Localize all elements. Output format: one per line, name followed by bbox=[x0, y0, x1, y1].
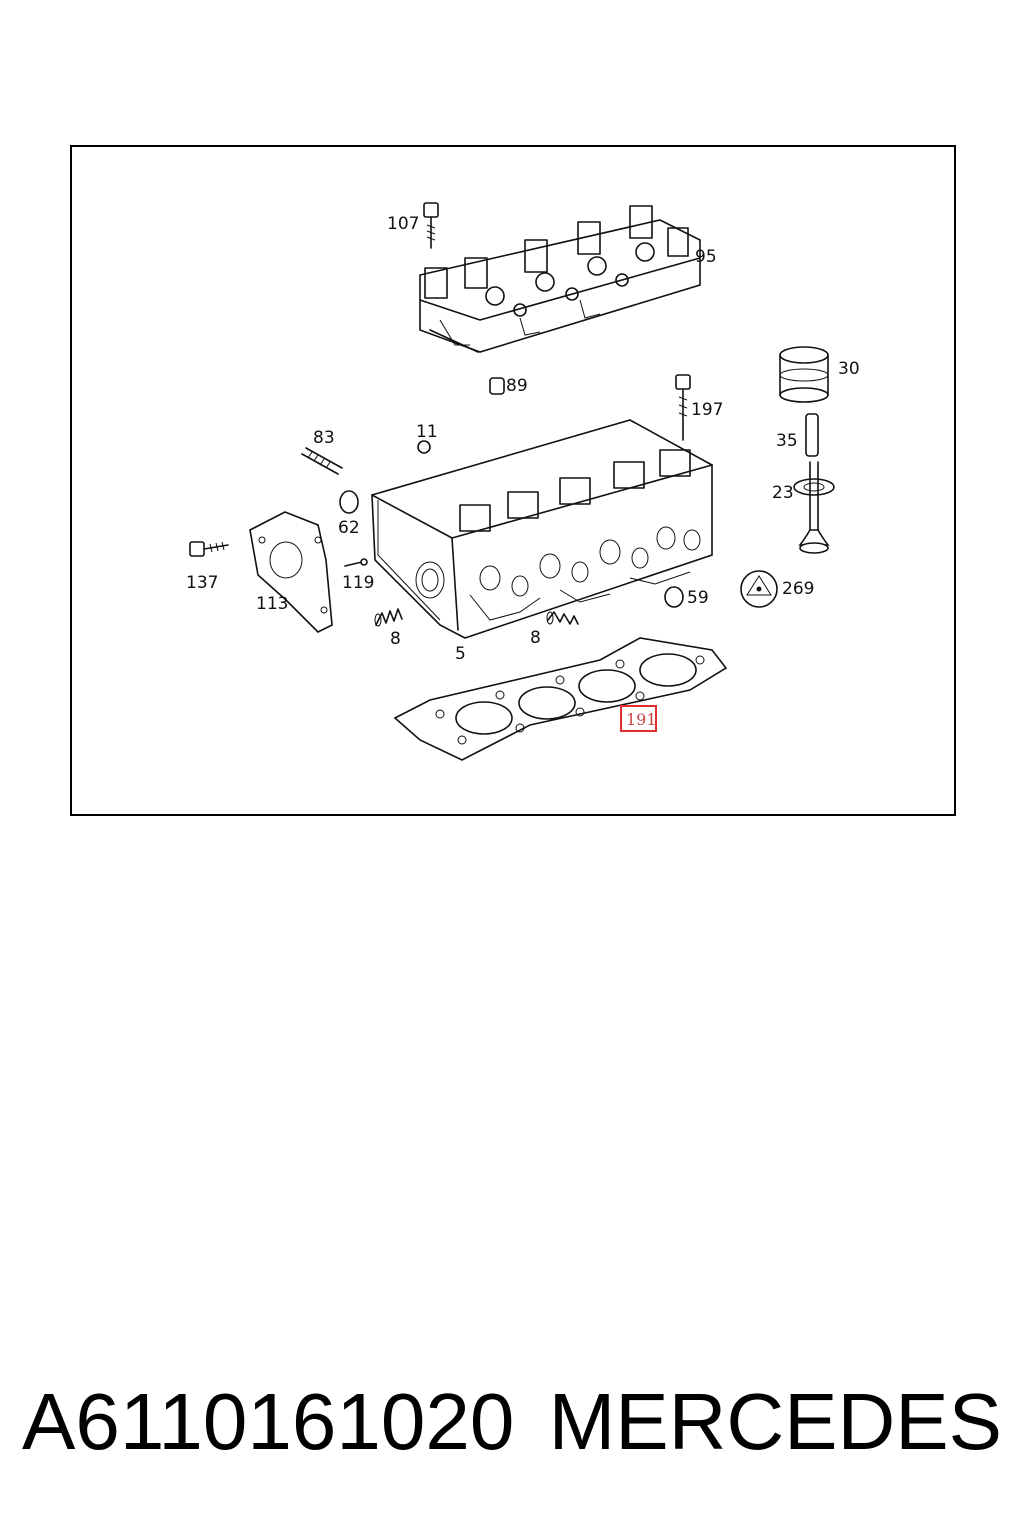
spring-8-left-part bbox=[374, 608, 403, 627]
camshaft-carrier-part bbox=[419, 205, 701, 353]
spring-8-right-part bbox=[546, 611, 579, 625]
highlight-box bbox=[620, 705, 657, 732]
part-89 bbox=[489, 377, 505, 395]
cylinder-head-exploded-view: 107 95 89 30 197 83 11 35 23 62 137 119 … bbox=[186, 202, 860, 761]
callout-113: 113 bbox=[256, 594, 288, 614]
plug-59-part bbox=[664, 586, 684, 608]
callout-95: 95 bbox=[695, 247, 717, 267]
tappet-30-part bbox=[779, 346, 829, 403]
callout-35: 35 bbox=[776, 431, 798, 451]
caption-bar: A6110161020 MERCEDES bbox=[0, 1372, 1024, 1472]
callout-labels: 107 95 89 30 197 83 11 35 23 62 137 119 … bbox=[186, 214, 860, 664]
ring-11-part bbox=[417, 440, 431, 454]
callout-8-left: 8 bbox=[390, 629, 401, 649]
bolt-197-part bbox=[675, 374, 691, 441]
callout-269: 269 bbox=[782, 579, 814, 599]
callout-59: 59 bbox=[687, 588, 709, 608]
head-gasket-part bbox=[393, 637, 728, 761]
callout-5: 5 bbox=[455, 644, 466, 664]
pin-119-part bbox=[344, 558, 368, 567]
callout-191-highlight[interactable]: 191 bbox=[620, 705, 657, 732]
callout-62: 62 bbox=[338, 518, 360, 538]
callout-197: 197 bbox=[691, 400, 723, 420]
stud-83-part bbox=[301, 447, 343, 475]
callout-83: 83 bbox=[313, 428, 335, 448]
callout-89: 89 bbox=[506, 376, 528, 396]
cylinder-head-part bbox=[371, 419, 713, 639]
callout-119: 119 bbox=[342, 573, 374, 593]
bolt-107-part bbox=[423, 202, 439, 249]
plug-62-part bbox=[339, 490, 359, 514]
brand-name: MERCEDES bbox=[548, 1377, 1002, 1466]
bolt-137-part bbox=[189, 541, 229, 557]
cover-113-part bbox=[249, 511, 333, 633]
callout-137: 137 bbox=[186, 573, 218, 593]
callout-8-right: 8 bbox=[530, 628, 541, 648]
callout-107: 107 bbox=[387, 214, 419, 234]
callout-11: 11 bbox=[416, 422, 438, 442]
callout-191: 191 bbox=[626, 710, 657, 729]
valve-assembly-part bbox=[793, 413, 835, 554]
part-number: A6110161020 bbox=[22, 1377, 515, 1466]
cap-269-part bbox=[740, 570, 778, 608]
callout-30: 30 bbox=[838, 359, 860, 379]
callout-23: 23 bbox=[772, 483, 794, 503]
